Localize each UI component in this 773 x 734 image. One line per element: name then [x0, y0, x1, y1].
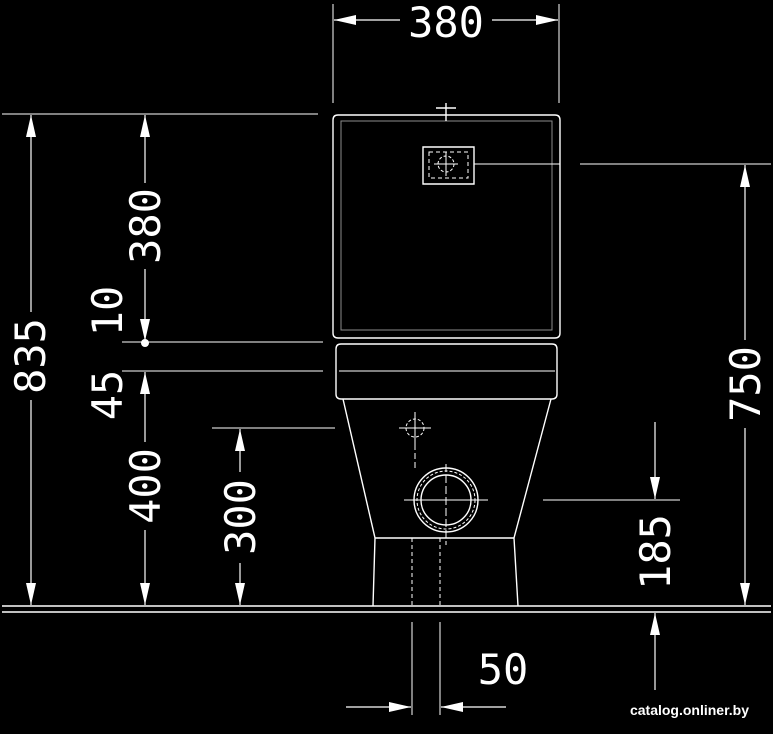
dim-380-left — [140, 115, 150, 347]
cistern-outline — [332, 103, 561, 339]
dim-label-inlet-height: 300 — [216, 479, 265, 555]
dim-380-top — [334, 15, 558, 25]
dim-185 — [650, 422, 660, 690]
seat-band — [335, 343, 558, 400]
dim-45-400 — [140, 372, 150, 605]
dim-label-offset-10: 10 — [83, 286, 132, 337]
dim-label-outlet-width: 50 — [478, 645, 529, 694]
extension-lines — [2, 4, 771, 715]
pedestal-outline — [342, 398, 552, 607]
dim-label-tank-height: 380 — [121, 188, 170, 264]
dim-label-top-width: 380 — [408, 0, 484, 47]
watermark-text: catalog.onliner.by — [629, 702, 749, 718]
dim-label-offset-45: 45 — [83, 370, 132, 421]
dim-label-outlet-height: 185 — [631, 514, 680, 590]
dim-300 — [235, 429, 245, 605]
floor-line — [2, 605, 771, 613]
dim-750 — [740, 165, 750, 605]
dim-label-seat-height: 400 — [121, 448, 170, 524]
dim-label-total-height: 835 — [6, 318, 55, 394]
dim-50 — [346, 702, 506, 712]
dim-label-right-height: 750 — [721, 346, 770, 422]
dim-835 — [26, 115, 36, 605]
